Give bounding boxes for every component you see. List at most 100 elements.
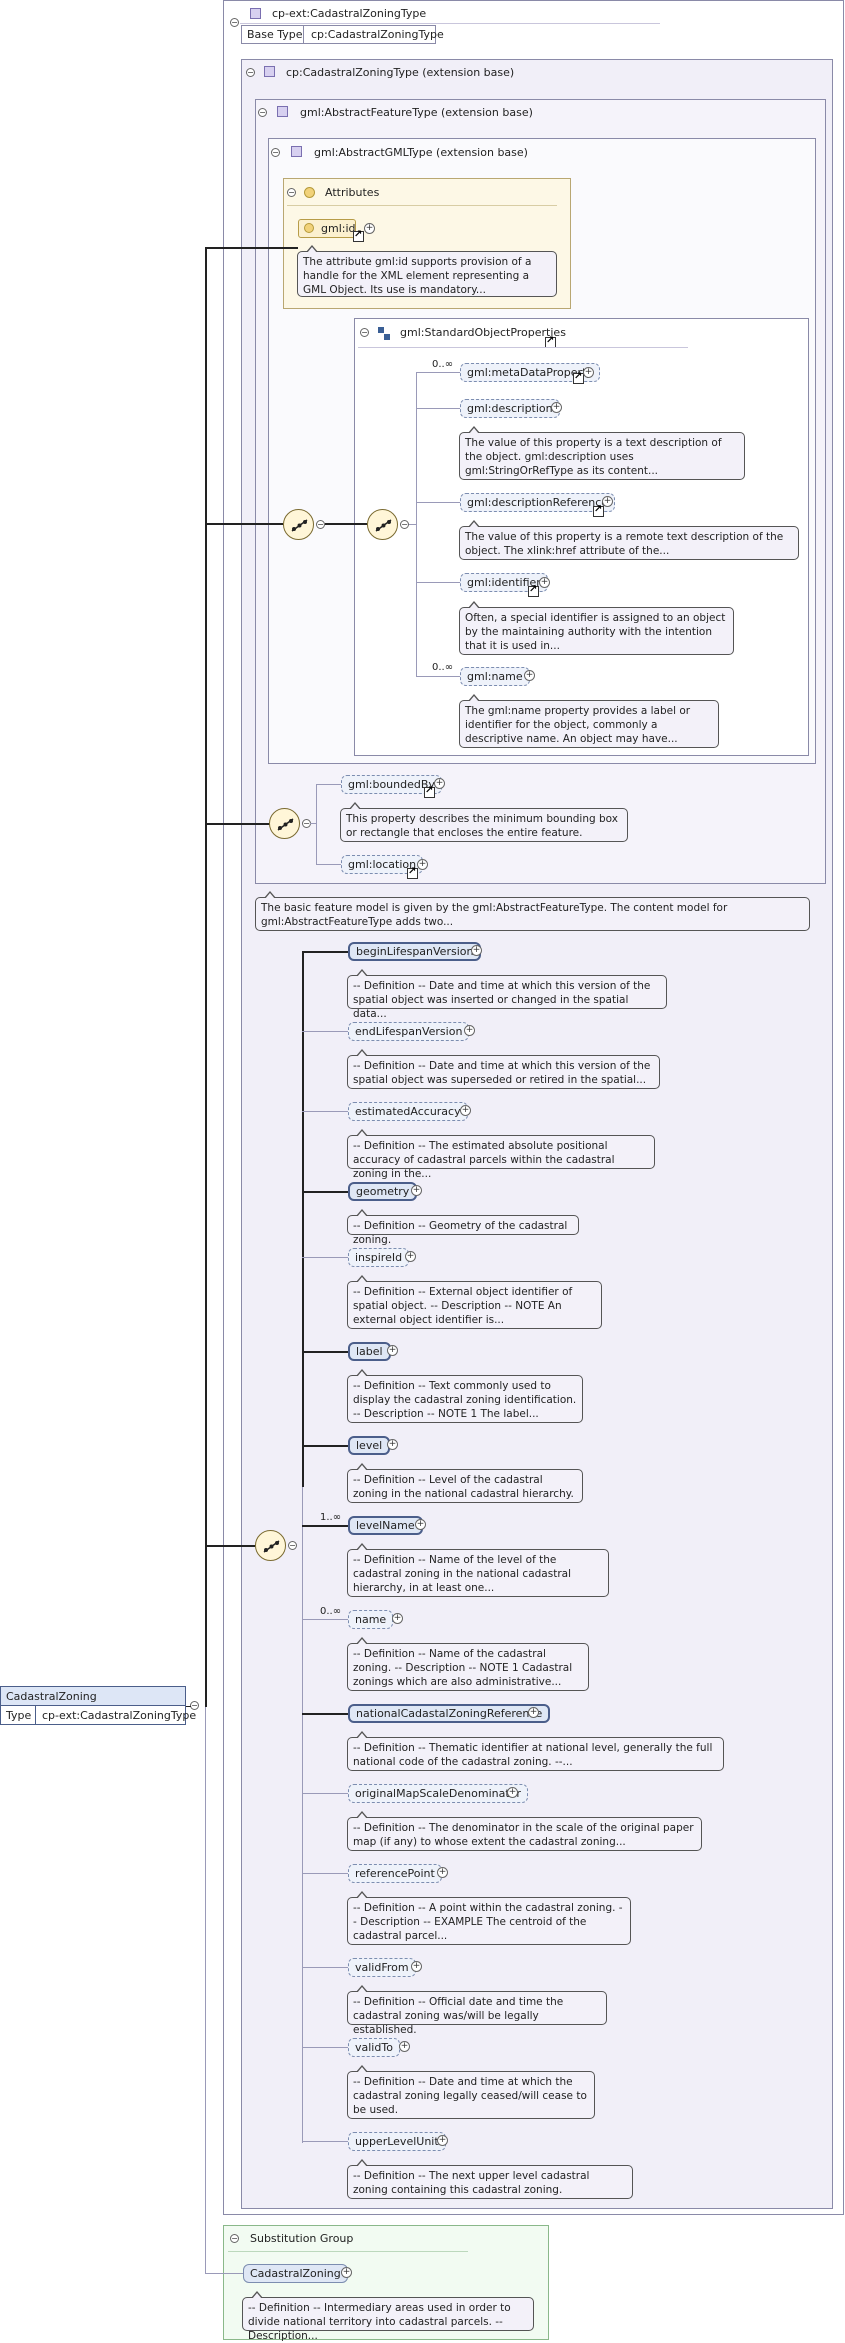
collapse-toggle[interactable]: − <box>400 520 409 529</box>
expand-icon[interactable]: + <box>583 367 594 378</box>
substitution-title: Substitution Group <box>250 2232 354 2245</box>
attributes-title: Attributes <box>325 186 380 199</box>
collapse-toggle[interactable]: − <box>316 520 325 529</box>
complex-type-icon <box>277 106 288 117</box>
label-element[interactable]: label <box>348 1342 391 1361</box>
expand-icon[interactable]: + <box>387 1345 398 1356</box>
description-element[interactable]: gml:description <box>460 399 560 418</box>
collapse-toggle[interactable]: − <box>360 328 369 337</box>
collapse-toggle[interactable]: − <box>230 18 239 27</box>
attribute-icon <box>304 223 314 233</box>
base-type-table <box>241 25 436 44</box>
validto-note: -- Definition -- Date and time at which … <box>347 2065 595 2119</box>
expand-icon[interactable]: + <box>471 945 482 956</box>
attribute-group-icon <box>304 187 315 198</box>
collapse-toggle[interactable]: − <box>258 108 267 117</box>
connector <box>302 1031 348 1032</box>
expand-icon[interactable]: + <box>464 1025 475 1036</box>
connector <box>302 1967 348 1968</box>
expand-icon[interactable]: + <box>399 2041 410 2052</box>
link-icon[interactable] <box>528 584 539 597</box>
estimatedaccuracy-element[interactable]: estimatedAccuracy <box>348 1102 468 1121</box>
connector <box>302 951 304 1487</box>
occurrence-label: 0..∞ <box>320 1606 342 1617</box>
connector <box>302 1257 348 1258</box>
expand-icon[interactable]: + <box>387 1439 398 1450</box>
expand-icon[interactable]: + <box>539 577 550 588</box>
collapse-toggle[interactable]: − <box>246 68 255 77</box>
expand-icon[interactable]: + <box>437 2135 448 2146</box>
expand-icon[interactable]: + <box>551 402 562 413</box>
collapse-toggle[interactable]: − <box>230 2234 239 2243</box>
gml-id-attribute[interactable]: gml:id <box>298 219 356 238</box>
connector <box>302 1111 348 1112</box>
expand-icon[interactable]: + <box>364 223 375 234</box>
collapse-toggle[interactable]: − <box>288 1541 297 1550</box>
expand-icon[interactable]: + <box>417 859 428 870</box>
expand-icon[interactable]: + <box>460 1105 471 1116</box>
description-note: The value of this property is a text des… <box>459 426 745 480</box>
metadataproperty-element[interactable]: gml:metaDataProperty <box>460 363 600 382</box>
connector <box>205 2273 243 2274</box>
expand-icon[interactable]: + <box>415 1519 426 1530</box>
validfrom-note: -- Definition -- Official date and time … <box>347 1985 607 2036</box>
expand-icon[interactable]: + <box>341 2267 352 2278</box>
divider <box>240 23 660 24</box>
geometry-element[interactable]: geometry <box>348 1182 418 1201</box>
collapse-toggle[interactable]: − <box>271 148 280 157</box>
expand-icon[interactable]: + <box>437 1867 448 1878</box>
descriptionreference-element[interactable]: gml:descriptionReference <box>460 493 616 512</box>
link-icon[interactable] <box>593 504 604 517</box>
expand-icon[interactable]: + <box>392 1613 403 1624</box>
validto-element[interactable]: validTo <box>348 2038 400 2057</box>
level-element[interactable]: level <box>348 1436 391 1455</box>
upperlevelunit-element[interactable]: upperLevelUnit <box>348 2132 446 2151</box>
occurrence-label: 0..∞ <box>432 359 454 370</box>
substitution-element[interactable]: CadastralZoning <box>243 2264 348 2283</box>
levelname-element[interactable]: levelName <box>348 1516 423 1535</box>
connector <box>416 502 460 503</box>
expand-icon[interactable]: + <box>524 670 535 681</box>
link-icon[interactable] <box>573 371 584 384</box>
identifier-element[interactable]: gml:identifier <box>460 573 548 592</box>
connector <box>205 523 283 525</box>
link-icon[interactable] <box>353 229 364 242</box>
divider <box>303 25 304 44</box>
expand-icon[interactable]: + <box>405 1251 416 1262</box>
connector <box>316 784 341 785</box>
divider <box>1 1705 185 1706</box>
expand-icon[interactable]: + <box>411 1961 422 1972</box>
divider <box>35 1705 36 1725</box>
link-icon[interactable] <box>407 866 418 879</box>
expand-icon[interactable]: + <box>411 1185 422 1196</box>
endlifespanversion-element[interactable]: endLifespanVersion <box>348 1022 470 1041</box>
location-element[interactable]: gml:location <box>341 855 424 874</box>
expand-icon[interactable]: + <box>602 496 613 507</box>
base-type-label: Base Type <box>247 28 303 41</box>
nationalcadastalzoningreference-element[interactable]: nationalCadastalZoningReference <box>348 1704 551 1723</box>
name-element[interactable]: gml:name <box>460 667 530 686</box>
estimatedaccuracy-note: -- Definition -- The estimated absolute … <box>347 1129 655 1180</box>
expand-icon[interactable]: + <box>507 1787 518 1798</box>
inspireid-element[interactable]: inspireId <box>348 1248 410 1267</box>
expand-icon[interactable]: + <box>528 1707 539 1718</box>
expand-icon[interactable]: + <box>434 778 445 789</box>
collapse-toggle[interactable]: − <box>287 188 296 197</box>
name-note: -- Definition -- Name of the cadastral z… <box>347 1637 589 1691</box>
link-icon[interactable] <box>424 785 435 798</box>
connector <box>302 2141 348 2142</box>
referencepoint-element[interactable]: referencePoint <box>348 1864 442 1883</box>
base-type-value: cp:CadastralZoningType <box>311 28 444 41</box>
group-icon <box>378 327 392 341</box>
boundedby-note: This property describes the minimum boun… <box>340 802 628 842</box>
validfrom-element[interactable]: validFrom <box>348 1958 416 1977</box>
beginlifespanversion-element[interactable]: beginLifespanVersion <box>348 942 482 961</box>
name-element[interactable]: name <box>348 1610 394 1629</box>
connector <box>416 372 417 676</box>
name-note: The gml:name property provides a label o… <box>459 694 719 748</box>
connector <box>416 676 460 677</box>
originalmapscaledenominator-element[interactable]: originalMapScaleDenominator <box>348 1784 528 1803</box>
geometry-note: -- Definition -- Geometry of the cadastr… <box>347 1209 579 1246</box>
collapse-toggle[interactable]: − <box>190 1701 199 1710</box>
inspireid-note: -- Definition -- External object identif… <box>347 1275 602 1329</box>
